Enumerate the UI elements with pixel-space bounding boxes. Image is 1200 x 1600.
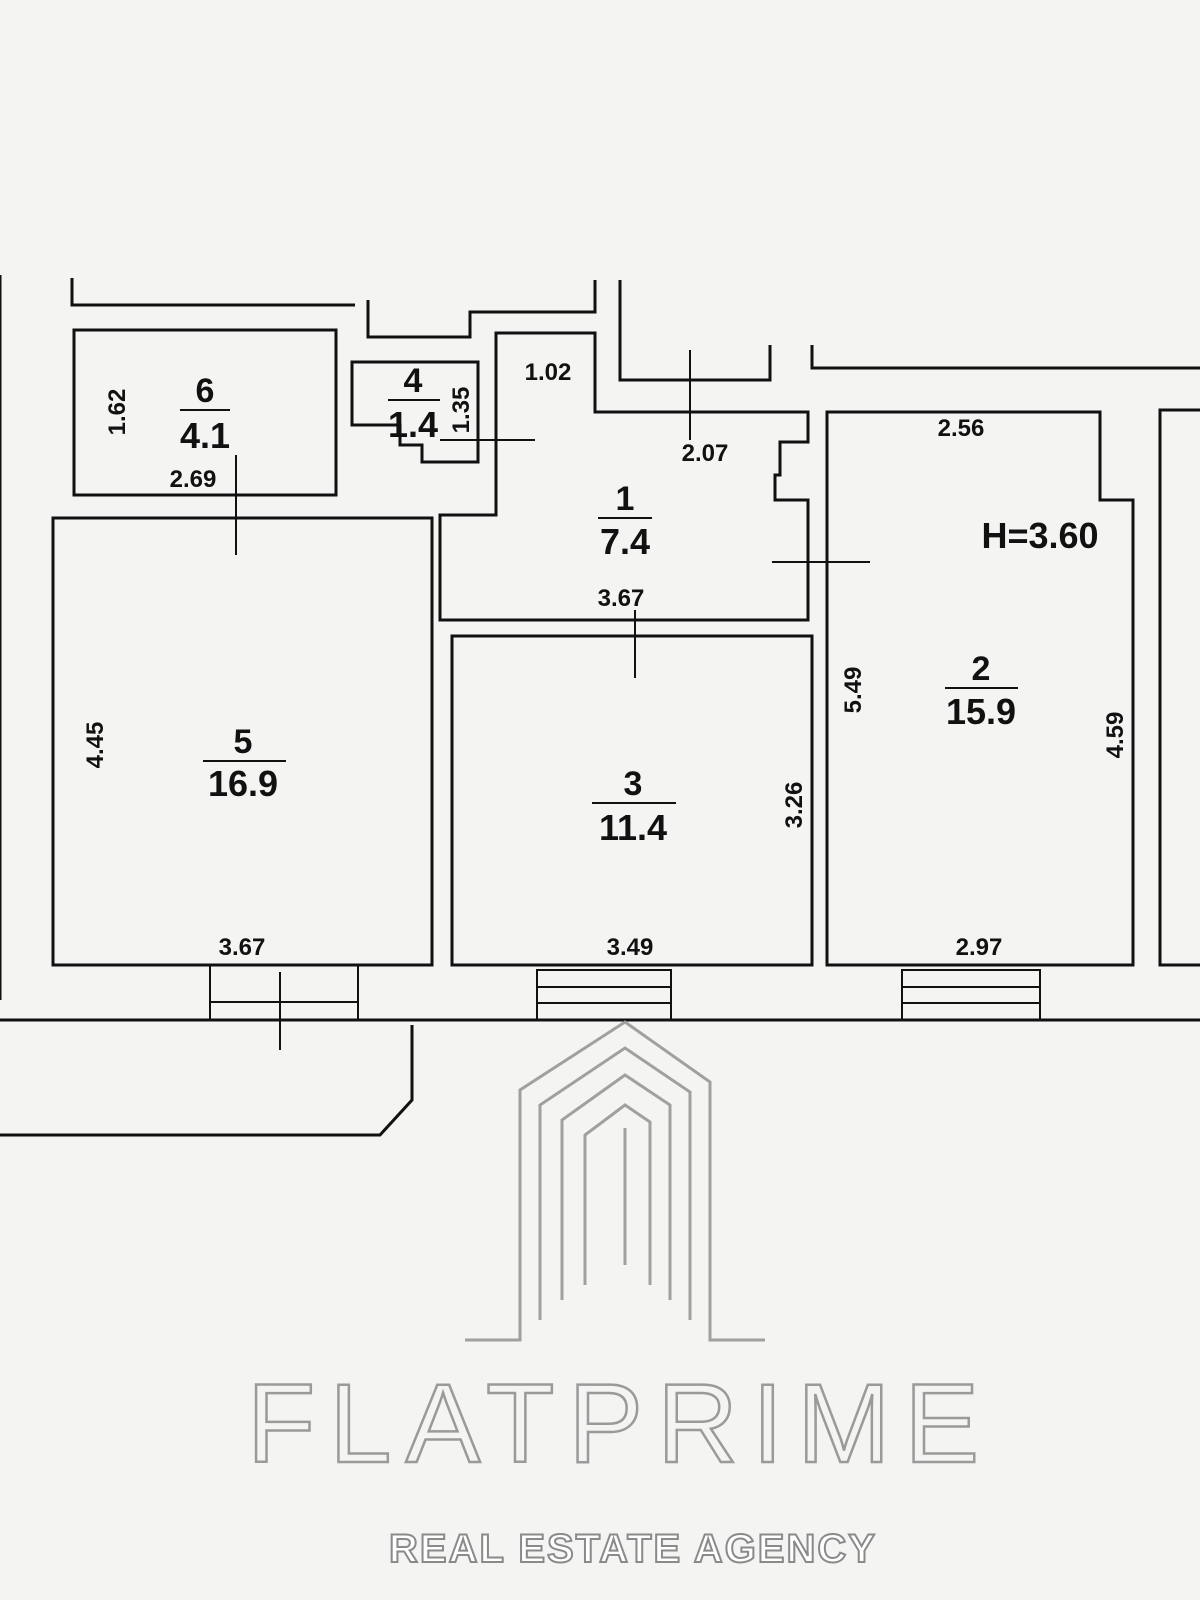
room-3-area: 11.4 <box>599 807 667 848</box>
watermark: FLATPRIME REAL ESTATE AGENCY <box>246 1020 993 1572</box>
room-6-area: 4.1 <box>180 415 230 456</box>
dim-room5-bottom: 3.67 <box>219 934 266 961</box>
room-5-number: 5 <box>234 723 253 761</box>
room-1-area: 7.4 <box>600 521 650 562</box>
room-4-outline <box>350 360 480 464</box>
dim-room4-height: 1.35 <box>448 387 475 434</box>
room-6-outline <box>72 328 338 497</box>
room-5-area: 16.9 <box>208 763 278 804</box>
room-1-number: 1 <box>616 480 635 518</box>
door-marks <box>209 350 870 1050</box>
dim-room2-left: 5.49 <box>840 667 867 714</box>
room-2-number: 2 <box>972 650 991 688</box>
outer-walls <box>0 275 1200 1137</box>
dim-room1-top: 1.02 <box>525 359 572 386</box>
dim-room1-right: 2.07 <box>682 440 729 467</box>
dim-room3-right: 3.26 <box>781 782 808 829</box>
dim-room2-bottom: 2.97 <box>956 934 1003 961</box>
watermark-tagline: REAL ESTATE AGENCY <box>389 1527 877 1571</box>
windows <box>536 969 1041 1021</box>
room-4-area: 1.4 <box>388 404 438 445</box>
dim-room1-bottom: 3.67 <box>598 585 645 612</box>
dim-room2-top: 2.56 <box>938 415 985 442</box>
room-1-outline <box>438 331 810 622</box>
dim-room3-bottom: 3.49 <box>607 934 654 961</box>
room-6-number: 6 <box>196 372 215 410</box>
watermark-building-logo <box>465 1020 765 1342</box>
room-2-outline <box>825 410 1135 967</box>
room-label-3: 3 11.4 <box>592 765 676 848</box>
room-4-number: 4 <box>404 362 423 400</box>
room-label-1: 1 7.4 <box>598 480 652 562</box>
room-label-5: 5 16.9 <box>203 723 286 804</box>
dim-room6-height: 1.62 <box>104 389 131 436</box>
ceiling-height: H=3.60 <box>981 515 1098 556</box>
room-3-number: 3 <box>624 765 643 803</box>
room-2-area: 15.9 <box>946 691 1016 732</box>
watermark-brand: FLATPRIME <box>247 1361 993 1486</box>
dim-room5-left: 4.45 <box>82 722 109 769</box>
room-label-6: 6 4.1 <box>180 372 230 456</box>
dim-room6-width: 2.69 <box>170 466 217 493</box>
dim-room2-right: 4.59 <box>1102 712 1129 759</box>
room-3-outline <box>450 634 814 967</box>
room-5-outline <box>51 516 434 967</box>
room-label-2: 2 15.9 <box>945 650 1018 732</box>
room-label-4: 4 1.4 <box>388 362 440 445</box>
